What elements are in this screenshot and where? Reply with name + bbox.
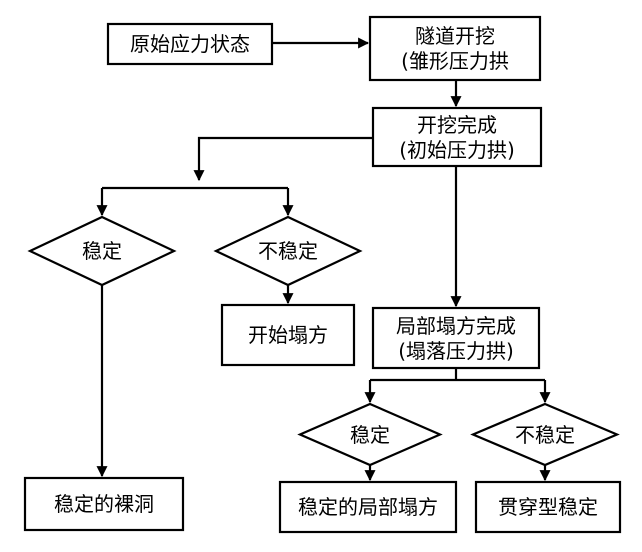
node-tunnel-excavation-line2: (雏形压力拱 [401,49,509,73]
node-excavation-done: 开挖完成 (初始压力拱) [371,106,543,168]
node-partial-collapse: 局部塌方完成 (塌落压力拱) [371,306,541,370]
node-initial-state-label: 原始应力状态 [130,32,250,56]
node-initial-state: 原始应力状态 [106,22,274,66]
node-stable-partial-collapse: 稳定的局部塌方 [278,480,458,534]
decision-stable-2: 稳定 [297,402,443,467]
node-stable-partial-collapse-label: 稳定的局部塌方 [298,495,438,519]
node-excavation-done-line2: (初始压力拱) [399,138,515,162]
edge-done-to-split [193,136,373,182]
decision-stable-1: 稳定 [27,215,177,287]
node-through-stable: 贯穿型稳定 [474,480,622,534]
edges [96,37,551,482]
node-partial-collapse-line1: 局部塌方完成 [396,314,516,338]
node-excavation-done-line1: 开挖完成 [417,113,497,137]
node-collapse-start-label: 开始塌方 [248,323,328,347]
node-through-stable-label: 贯穿型稳定 [498,495,598,519]
node-tunnel-excavation-line1: 隧道开挖 [415,24,495,48]
node-stable-bare-tunnel: 稳定的裸洞 [23,476,185,532]
decision-unstable-2-label: 不稳定 [515,423,575,447]
decision-unstable-2: 不稳定 [470,402,620,467]
node-collapse-start: 开始塌方 [220,303,356,367]
node-partial-collapse-line2: (塌落压力拱) [398,339,514,363]
decision-stable-1-label: 稳定 [82,239,122,263]
decision-unstable-1: 不稳定 [213,215,363,287]
decision-unstable-1-label: 不稳定 [258,239,318,263]
node-stable-bare-tunnel-label: 稳定的裸洞 [54,492,154,516]
decision-stable-2-label: 稳定 [350,423,390,447]
node-tunnel-excavation: 隧道开挖 (雏形压力拱 [368,15,542,82]
